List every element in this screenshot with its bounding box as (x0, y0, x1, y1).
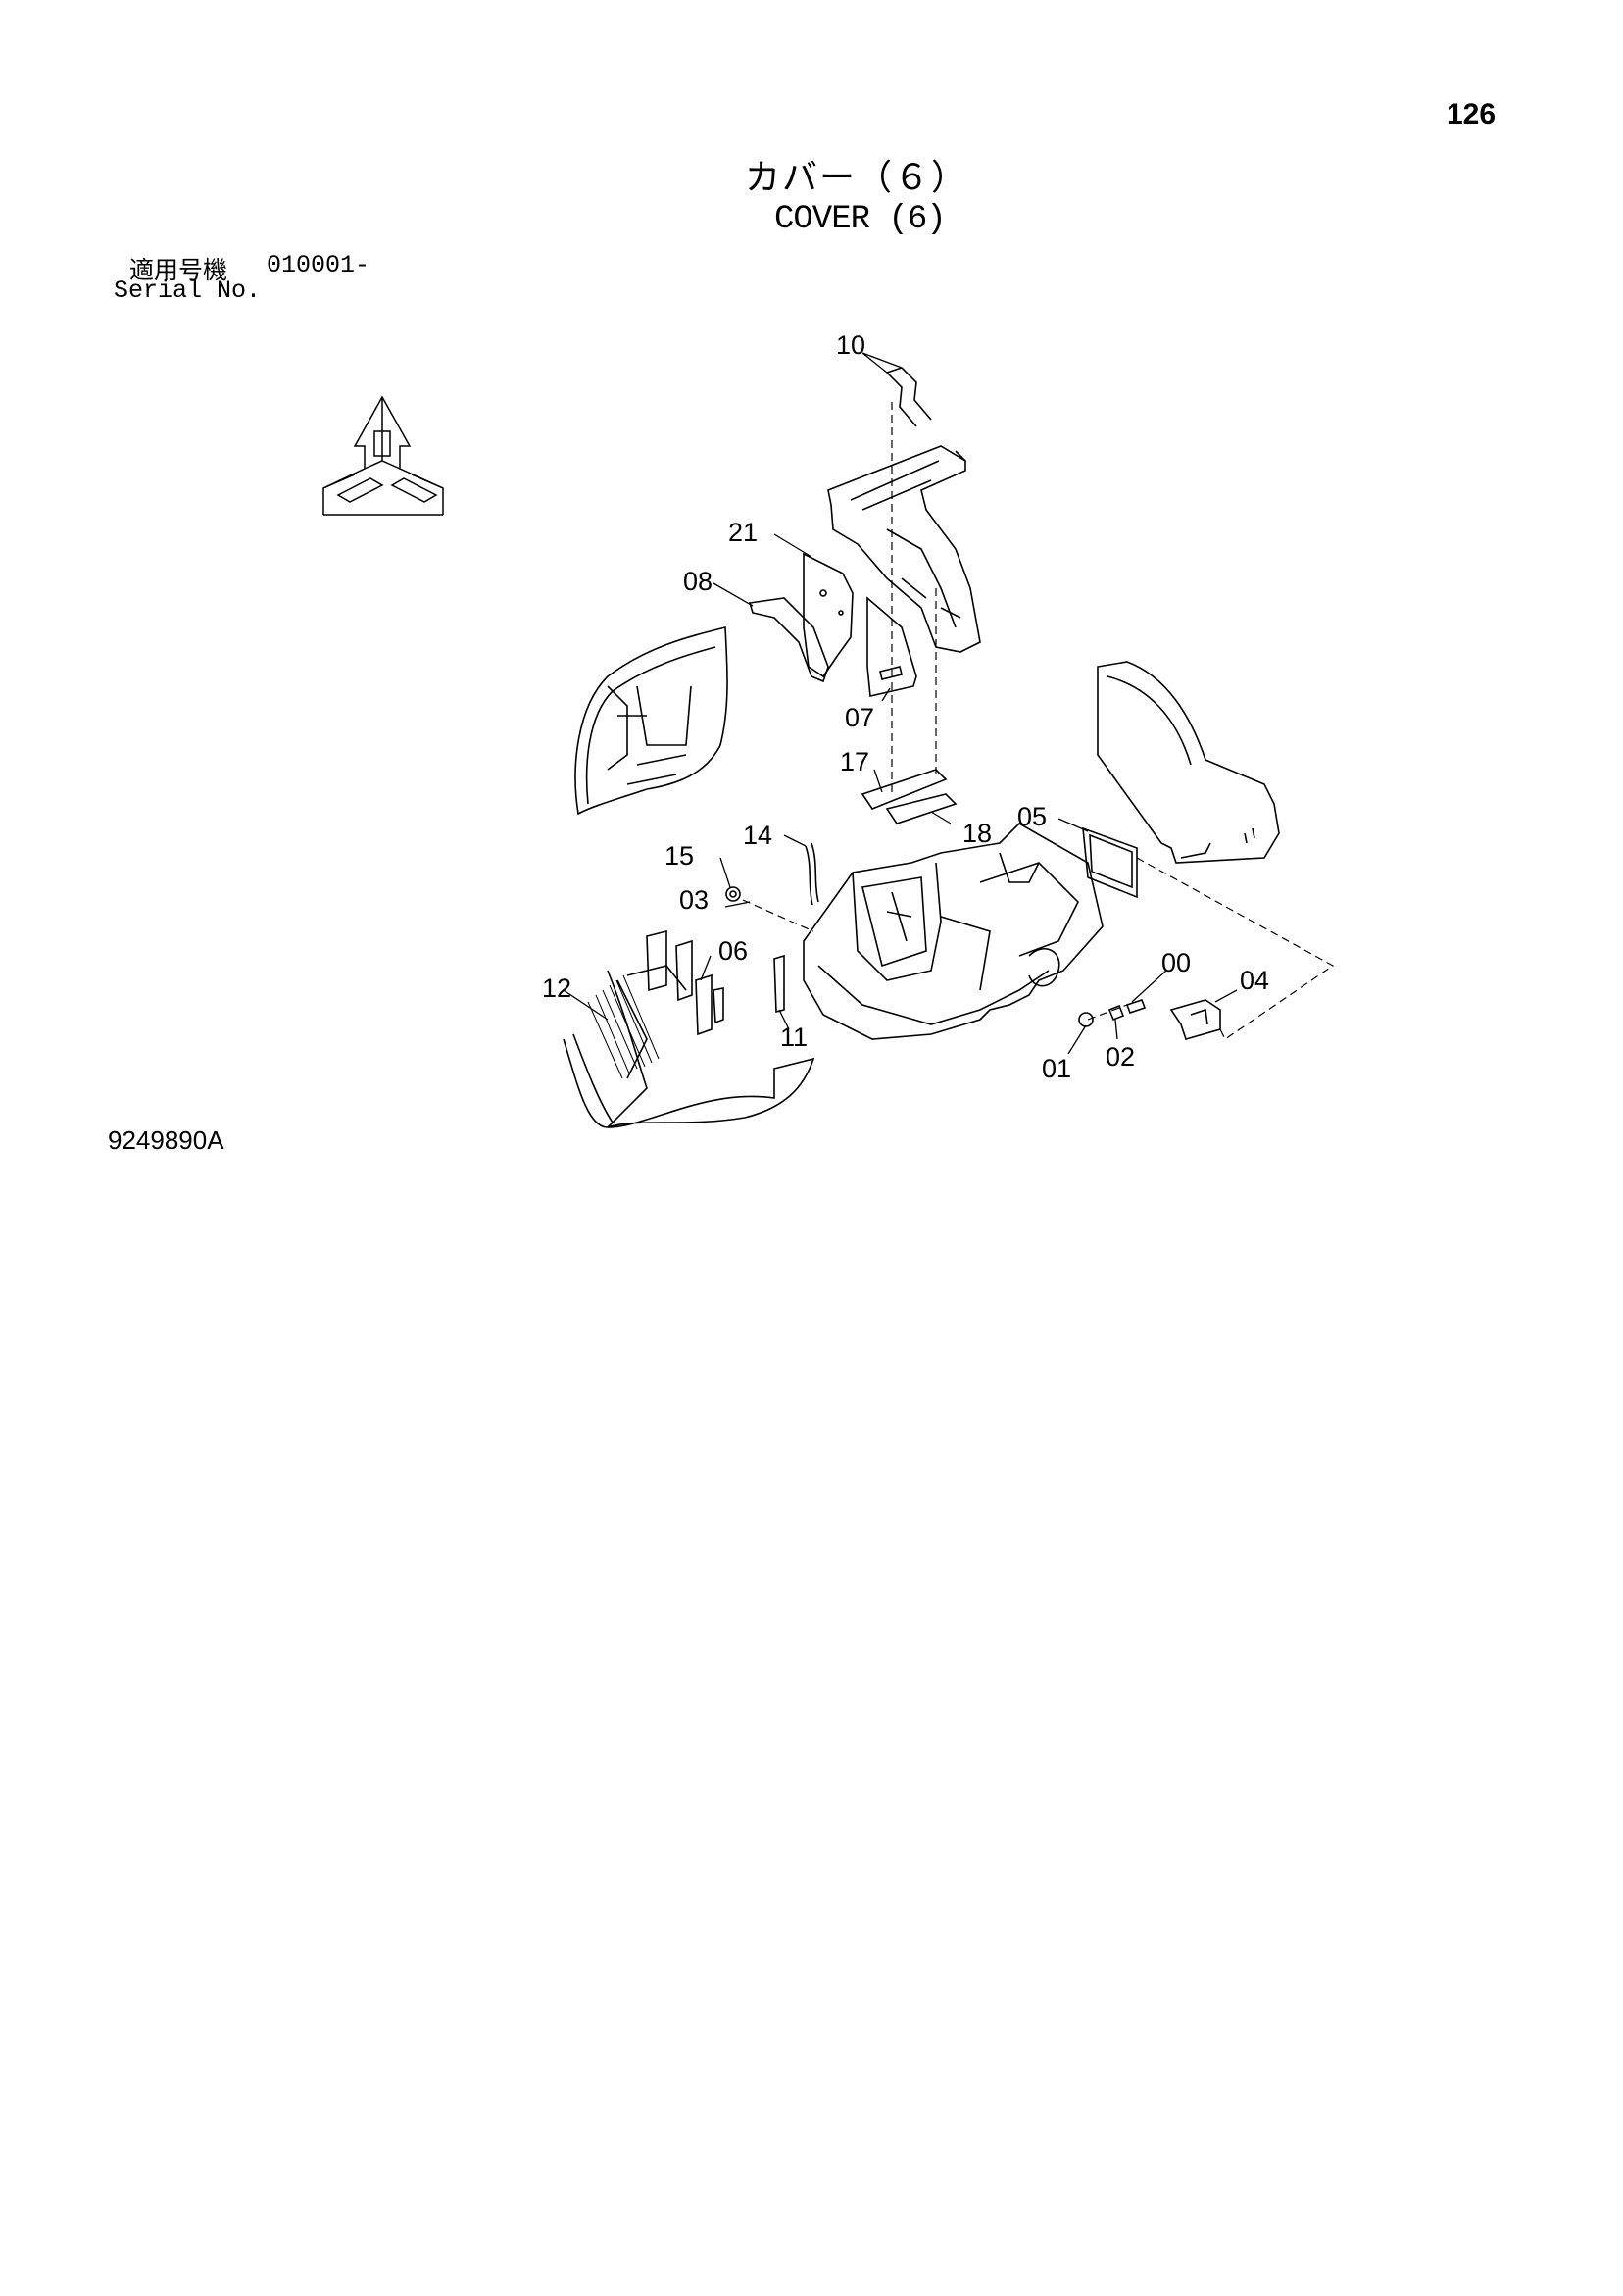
leader-lines (564, 353, 1237, 1054)
callout-05: 05 (1017, 802, 1048, 831)
callout-02: 02 (1106, 1042, 1136, 1072)
direction-arrow-icon (323, 397, 443, 515)
page-title-japanese: カバー（６） (745, 158, 969, 198)
part-08-strip (750, 598, 828, 681)
page-number: 126 (1447, 98, 1497, 130)
callout-17: 17 (840, 747, 870, 776)
serial-label-japanese: 適用号機 (129, 256, 228, 284)
part-01-cap (1079, 1013, 1093, 1026)
callout-14: 14 (743, 821, 773, 850)
page-title-english: COVER (6) (774, 201, 947, 238)
callout-08: 08 (683, 567, 713, 596)
part-18-plate (887, 794, 956, 824)
callout-04: 04 (1240, 966, 1270, 995)
assembly-lines (743, 402, 1333, 1039)
fan-guard-mesh (588, 975, 659, 1078)
part-10-clip (887, 368, 931, 426)
part-21-plate (804, 554, 853, 676)
part-11-strip (774, 956, 784, 1012)
part-04-bracket (1171, 1000, 1220, 1039)
callout-15: 15 (664, 841, 695, 871)
callout-07: 07 (845, 703, 875, 732)
serial-label-english: Serial No. (114, 276, 262, 305)
callout-21: 21 (728, 518, 759, 547)
callout-11: 11 (780, 1023, 809, 1052)
part-02-spring (1109, 1006, 1123, 1020)
callout-06: 06 (718, 936, 749, 966)
callout-18: 18 (962, 819, 993, 848)
callout-00: 00 (1161, 948, 1192, 977)
part-06-strips (696, 975, 723, 1034)
side-panel-left (575, 627, 727, 814)
part-03-strips (647, 931, 692, 1000)
serial-range: 010001- (267, 251, 370, 279)
callout-03: 03 (679, 885, 710, 915)
part-17-plate (862, 770, 946, 809)
part-15-nut (726, 887, 740, 901)
callout-01: 01 (1042, 1054, 1072, 1083)
part-00-bolt (1127, 1000, 1145, 1013)
callout-10: 10 (836, 330, 866, 360)
part-14-clip (806, 843, 818, 905)
part-12-fan-guard (564, 966, 813, 1127)
main-frame (804, 824, 1103, 1039)
upper-bracket (828, 446, 980, 652)
right-side-cover (1098, 662, 1279, 863)
part-05-pad (1083, 828, 1137, 897)
callout-12: 12 (542, 973, 572, 1003)
part-07-bracket (867, 598, 916, 696)
drawing-code: 9249890A (108, 1125, 224, 1155)
